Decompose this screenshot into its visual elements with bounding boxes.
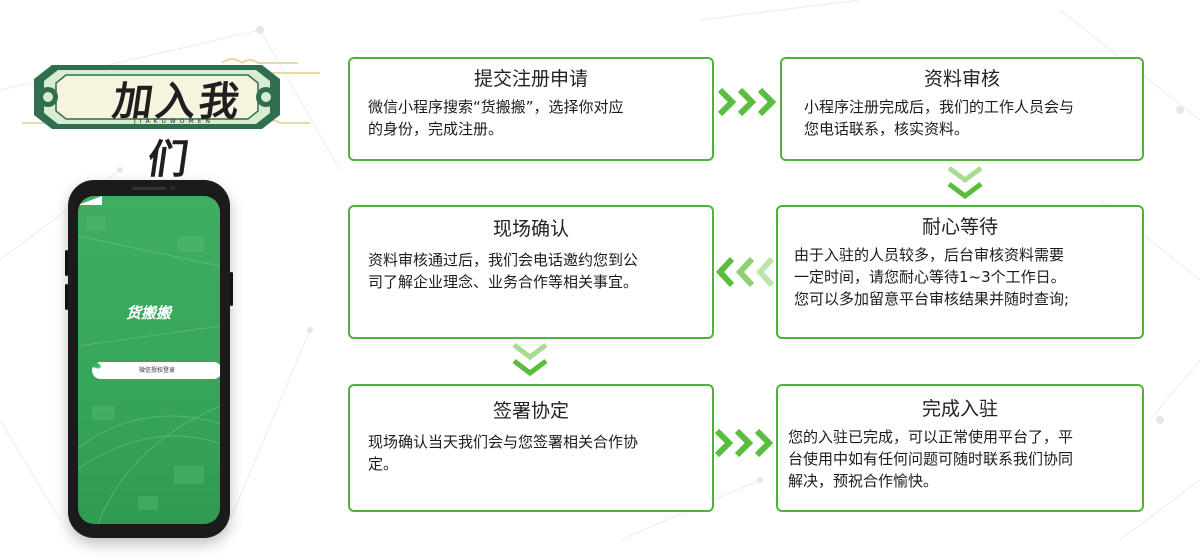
badge-frame <box>22 58 320 129</box>
step-description-line: 小程序注册完成后，我们的工作人员会与 <box>804 98 1075 116</box>
step-description: 资料审核通过后，我们会电话邀约您到公 司了解企业理念、业务合作等相关事宜。 <box>368 249 638 293</box>
phone-camera <box>170 186 175 191</box>
step-description: 现场确认当天我们会与您签署相关合作协 定。 <box>368 431 638 475</box>
phone-volume-button <box>65 250 68 276</box>
step-description-line: 解决，预祝合作愉快。 <box>788 472 939 490</box>
step-title: 耐心等待 <box>921 216 998 238</box>
step-document-review: 资料审核 小程序注册完成后，我们的工作人员会与 您电话联系，核实资料。 <box>780 57 1144 161</box>
wechat-icon <box>92 362 101 369</box>
step-description-line: 一定时间，请您耐心等待1~3个工作日。 <box>794 268 1066 286</box>
step-description-line: 您的入驻已完成，可以正常使用平台了，平 <box>788 428 1074 446</box>
step-description-line: 的身份，完成注册。 <box>368 120 504 138</box>
step-description: 小程序注册完成后，我们的工作人员会与 您电话联系，核实资料。 <box>804 96 1074 140</box>
wechat-login-button[interactable]: 微信授权登录 <box>92 362 220 379</box>
join-us-badge: 加入我们 JIAKUWOMEN <box>22 55 327 183</box>
step-description-line: 微信小程序搜索“货搬搬”，选择你对应 <box>368 98 624 116</box>
chevron-right-icon <box>717 87 777 117</box>
step-title: 完成入驻 <box>921 398 998 420</box>
app-logo-text: 货搬搬 <box>126 304 172 322</box>
city-aerial-illustration <box>78 216 220 524</box>
step-description-line: 现场确认当天我们会与您签署相关合作协 <box>368 433 639 451</box>
phone-power-button <box>230 272 233 306</box>
swirl-ornament-icon <box>38 87 276 107</box>
step-description: 由于入驻的人员较多，后台审核资料需要 一定时间，请您耐心等待1~3个工作日。 您… <box>794 244 1069 310</box>
step-submit-registration: 提交注册申请 微信小程序搜索“货搬搬”，选择你对应 的身份，完成注册。 <box>348 57 714 161</box>
phone-speaker <box>132 187 166 190</box>
chevron-right-icon <box>714 428 774 458</box>
step-description-line: 司了解企业理念、业务合作等相关事宜。 <box>368 273 639 291</box>
step-sign-agreement: 签署协定 现场确认当天我们会与您签署相关合作协 定。 <box>348 384 714 512</box>
step-description-line: 您电话联系，核实资料。 <box>804 120 970 138</box>
phone-volume-button <box>65 284 68 310</box>
step-complete-onboarding: 完成入驻 您的入驻已完成，可以正常使用平台了，平 台使用中如有任何问题可随时联系… <box>776 384 1144 512</box>
step-description-line: 定。 <box>368 455 399 473</box>
step-description-line: 资料审核通过后，我们会电话邀约您到公 <box>368 251 639 269</box>
chevron-left-icon <box>715 256 775 288</box>
step-title: 现场确认 <box>492 218 569 240</box>
step-title: 签署协定 <box>492 400 569 422</box>
step-description: 您的入驻已完成，可以正常使用平台了，平 台使用中如有任何问题可随时联系我们协同 … <box>788 426 1073 492</box>
chevron-down-icon <box>947 166 983 200</box>
step-description-line: 由于入驻的人员较多，后台审核资料需要 <box>794 246 1065 264</box>
step-description-line: 您可以多加留意平台审核结果并随时查询; <box>794 290 1070 308</box>
step-title: 提交注册申请 <box>473 68 588 90</box>
step-description-line: 台使用中如有任何问题可随时联系我们协同 <box>788 450 1074 468</box>
step-onsite-confirmation: 现场确认 资料审核通过后，我们会电话邀约您到公 司了解企业理念、业务合作等相关事… <box>348 205 714 339</box>
badge-subtitle: JIAKUWOMEN <box>134 118 214 125</box>
step-description: 微信小程序搜索“货搬搬”，选择你对应 的身份，完成注册。 <box>368 96 624 140</box>
phone-screen: 货搬搬 微信授权登录 <box>78 196 220 524</box>
phone-mockup: 货搬搬 微信授权登录 <box>65 180 233 538</box>
chevron-down-icon <box>512 343 548 377</box>
step-wait-patiently: 耐心等待 由于入驻的人员较多，后台审核资料需要 一定时间，请您耐心等待1~3个工… <box>776 205 1144 339</box>
badge-title: 加入我们 <box>109 78 246 183</box>
app-logo-mark <box>78 196 102 205</box>
wechat-login-label: 微信授权登录 <box>138 367 175 374</box>
step-title: 资料审核 <box>923 68 1000 90</box>
